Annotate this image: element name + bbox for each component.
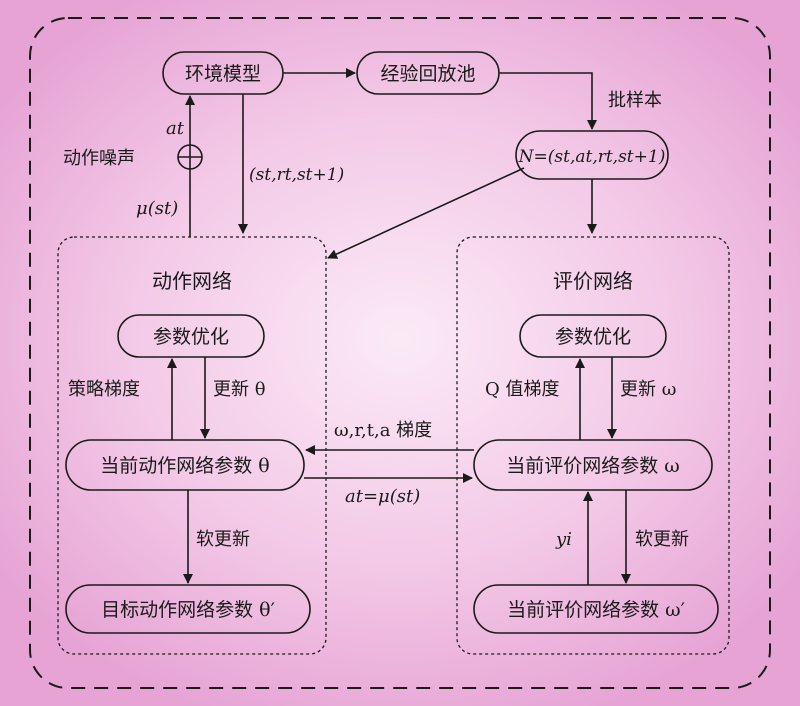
edge-batch-to-actor	[327, 167, 525, 259]
actor-target-label: 目标动作网络参数 θ′	[101, 599, 275, 621]
edge-pool-to-batch	[499, 72, 597, 130]
actor-target-node	[65, 584, 311, 634]
actor-current-node	[65, 439, 305, 491]
grad-to-actor-label: ω,r,t,a 梯度	[334, 420, 432, 441]
critic-network-region	[456, 236, 730, 655]
critic-param-opt-node	[519, 314, 667, 358]
critic-soft-update-label: 软更新	[635, 529, 689, 550]
actor-current-label: 当前动作网络参数 θ	[100, 455, 269, 477]
batch-tuple-label: N=(st,at,rt,st+1)	[518, 147, 666, 167]
action-noise-label: 动作噪声	[63, 148, 135, 169]
critic-target-node	[473, 584, 719, 634]
replay-pool-label: 经验回放池	[380, 63, 475, 85]
at-label: at	[166, 118, 185, 139]
at-mu-label: at=μ(st)	[345, 486, 420, 507]
env-model-label: 环境模型	[185, 63, 261, 85]
outer-frame	[29, 17, 771, 689]
mu-st-label: μ(st)	[136, 198, 178, 219]
update-theta-label: 更新 θ	[213, 379, 266, 400]
critic-current-node	[473, 439, 713, 491]
actor-param-opt-label: 参数优化	[153, 326, 229, 348]
actor-network-region	[57, 236, 327, 655]
transition-label: (st,rt,st+1)	[249, 165, 344, 185]
critic-current-label: 当前评价网络参数 ω	[506, 455, 680, 477]
critic-target-label: 当前评价网络参数 ω′	[507, 599, 685, 621]
actor-soft-update-label: 软更新	[196, 529, 250, 550]
update-omega-label: 更新 ω	[620, 379, 676, 400]
q-gradient-label: Q 值梯度	[485, 379, 559, 400]
actor-param-opt-node	[117, 314, 265, 358]
batch-sample-label: 批样本	[608, 90, 662, 111]
critic-param-opt-label: 参数优化	[555, 326, 631, 348]
actor-network-title: 动作网络	[152, 269, 232, 293]
yi-label: yi	[555, 529, 572, 550]
policy-gradient-label: 策略梯度	[68, 379, 140, 400]
critic-network-title: 评价网络	[553, 269, 633, 293]
